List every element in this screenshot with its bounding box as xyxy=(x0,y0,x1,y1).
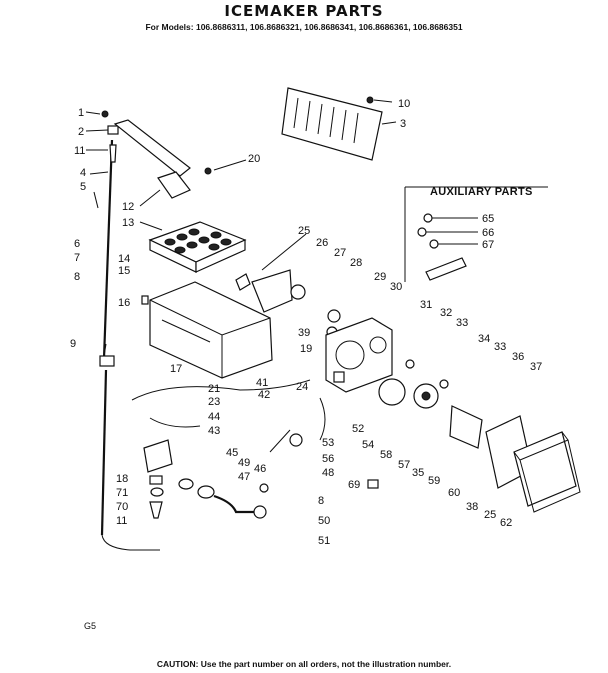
callout-53: 53 xyxy=(322,437,334,449)
callout-27: 27 xyxy=(334,247,346,259)
callout-65: 65 xyxy=(482,213,494,225)
water-valve xyxy=(143,439,173,519)
callout-1: 1 xyxy=(78,107,84,119)
callout-labels: 1 2 11 4 5 6 7 8 9 10 3 20 12 13 14 15 1… xyxy=(70,98,542,547)
callout-69: 69 xyxy=(348,479,360,491)
shield-panel xyxy=(281,87,383,161)
callout-42: 42 xyxy=(258,389,270,401)
callout-24: 24 xyxy=(296,381,308,393)
callout-66: 66 xyxy=(482,227,494,239)
callout-leaders xyxy=(85,99,478,357)
callout-35: 35 xyxy=(412,467,424,479)
callout-54: 54 xyxy=(362,439,374,451)
callout-2: 2 xyxy=(78,126,84,138)
callout-60: 60 xyxy=(448,487,460,499)
callout-57: 57 xyxy=(398,459,410,471)
callout-11b: 11 xyxy=(116,515,127,527)
callout-50: 50 xyxy=(318,515,330,527)
fill-tube-assembly xyxy=(99,110,160,551)
inlet-tube xyxy=(178,478,379,519)
callout-25: 25 xyxy=(298,225,310,237)
callout-8b: 8 xyxy=(318,495,324,507)
callout-5: 5 xyxy=(80,181,86,193)
callout-4: 4 xyxy=(80,167,86,179)
callout-15: 15 xyxy=(118,265,130,277)
model-list: For Models: 106.8686311, 106.8686321, 10… xyxy=(145,22,463,32)
callout-6: 6 xyxy=(74,238,80,250)
callout-20: 20 xyxy=(248,153,260,165)
icemaker-housing xyxy=(141,281,273,379)
fill-cup xyxy=(113,119,212,199)
callout-46: 46 xyxy=(254,463,266,475)
callout-67: 67 xyxy=(482,239,494,251)
callout-18: 18 xyxy=(116,473,128,485)
mounting-plate xyxy=(325,317,393,393)
callout-11: 11 xyxy=(74,145,85,157)
callout-14: 14 xyxy=(118,253,130,265)
callout-32: 32 xyxy=(440,307,452,319)
callout-7: 7 xyxy=(74,252,80,264)
callout-48: 48 xyxy=(322,467,334,479)
callout-28: 28 xyxy=(350,257,362,269)
callout-71: 71 xyxy=(116,487,128,499)
callout-26: 26 xyxy=(316,237,328,249)
callout-10: 10 xyxy=(398,98,410,110)
callout-21: 21 xyxy=(208,383,220,395)
callout-8: 8 xyxy=(74,271,80,283)
auxiliary-parts-box xyxy=(404,186,548,282)
callout-51: 51 xyxy=(318,535,330,547)
callout-41: 41 xyxy=(256,377,268,389)
callout-33: 33 xyxy=(456,317,468,329)
callout-38: 38 xyxy=(466,501,478,513)
callout-52: 52 xyxy=(352,423,364,435)
callout-43: 43 xyxy=(208,425,220,437)
callout-33b: 33 xyxy=(494,341,506,353)
callout-31: 31 xyxy=(420,299,432,311)
callout-12: 12 xyxy=(122,201,134,213)
page-title: ICEMAKER PARTS xyxy=(224,2,384,20)
callout-9: 9 xyxy=(70,338,76,350)
callout-37: 37 xyxy=(530,361,542,373)
caution-note: CAUTION: Use the part number on all orde… xyxy=(156,659,452,669)
callout-70: 70 xyxy=(116,501,128,513)
callout-56: 56 xyxy=(322,453,334,465)
callout-25b: 25 xyxy=(484,509,496,521)
auxiliary-parts-title: AUXILIARY PARTS xyxy=(430,186,533,198)
callout-36: 36 xyxy=(512,351,524,363)
callout-49: 49 xyxy=(238,457,250,469)
callout-34: 34 xyxy=(478,333,490,345)
front-cover xyxy=(485,415,581,513)
callout-59: 59 xyxy=(428,475,440,487)
callout-45: 45 xyxy=(226,447,238,459)
wiring-harness xyxy=(131,379,326,453)
callout-62: 62 xyxy=(500,517,512,529)
callout-13: 13 xyxy=(122,217,134,229)
callout-58: 58 xyxy=(380,449,392,461)
callout-44: 44 xyxy=(208,411,220,423)
callout-17: 17 xyxy=(170,363,182,375)
callout-16: 16 xyxy=(118,297,130,309)
callout-47: 47 xyxy=(238,471,250,483)
callout-30: 30 xyxy=(390,281,402,293)
callout-39: 39 xyxy=(298,327,310,339)
timing-gears xyxy=(378,359,483,449)
callout-23: 23 xyxy=(208,396,220,408)
callout-19: 19 xyxy=(300,343,312,355)
ejector-parts xyxy=(235,269,341,338)
page-code: G5 xyxy=(84,621,97,631)
callout-3: 3 xyxy=(400,118,406,130)
callout-29: 29 xyxy=(374,271,386,283)
ice-mold xyxy=(148,221,247,273)
